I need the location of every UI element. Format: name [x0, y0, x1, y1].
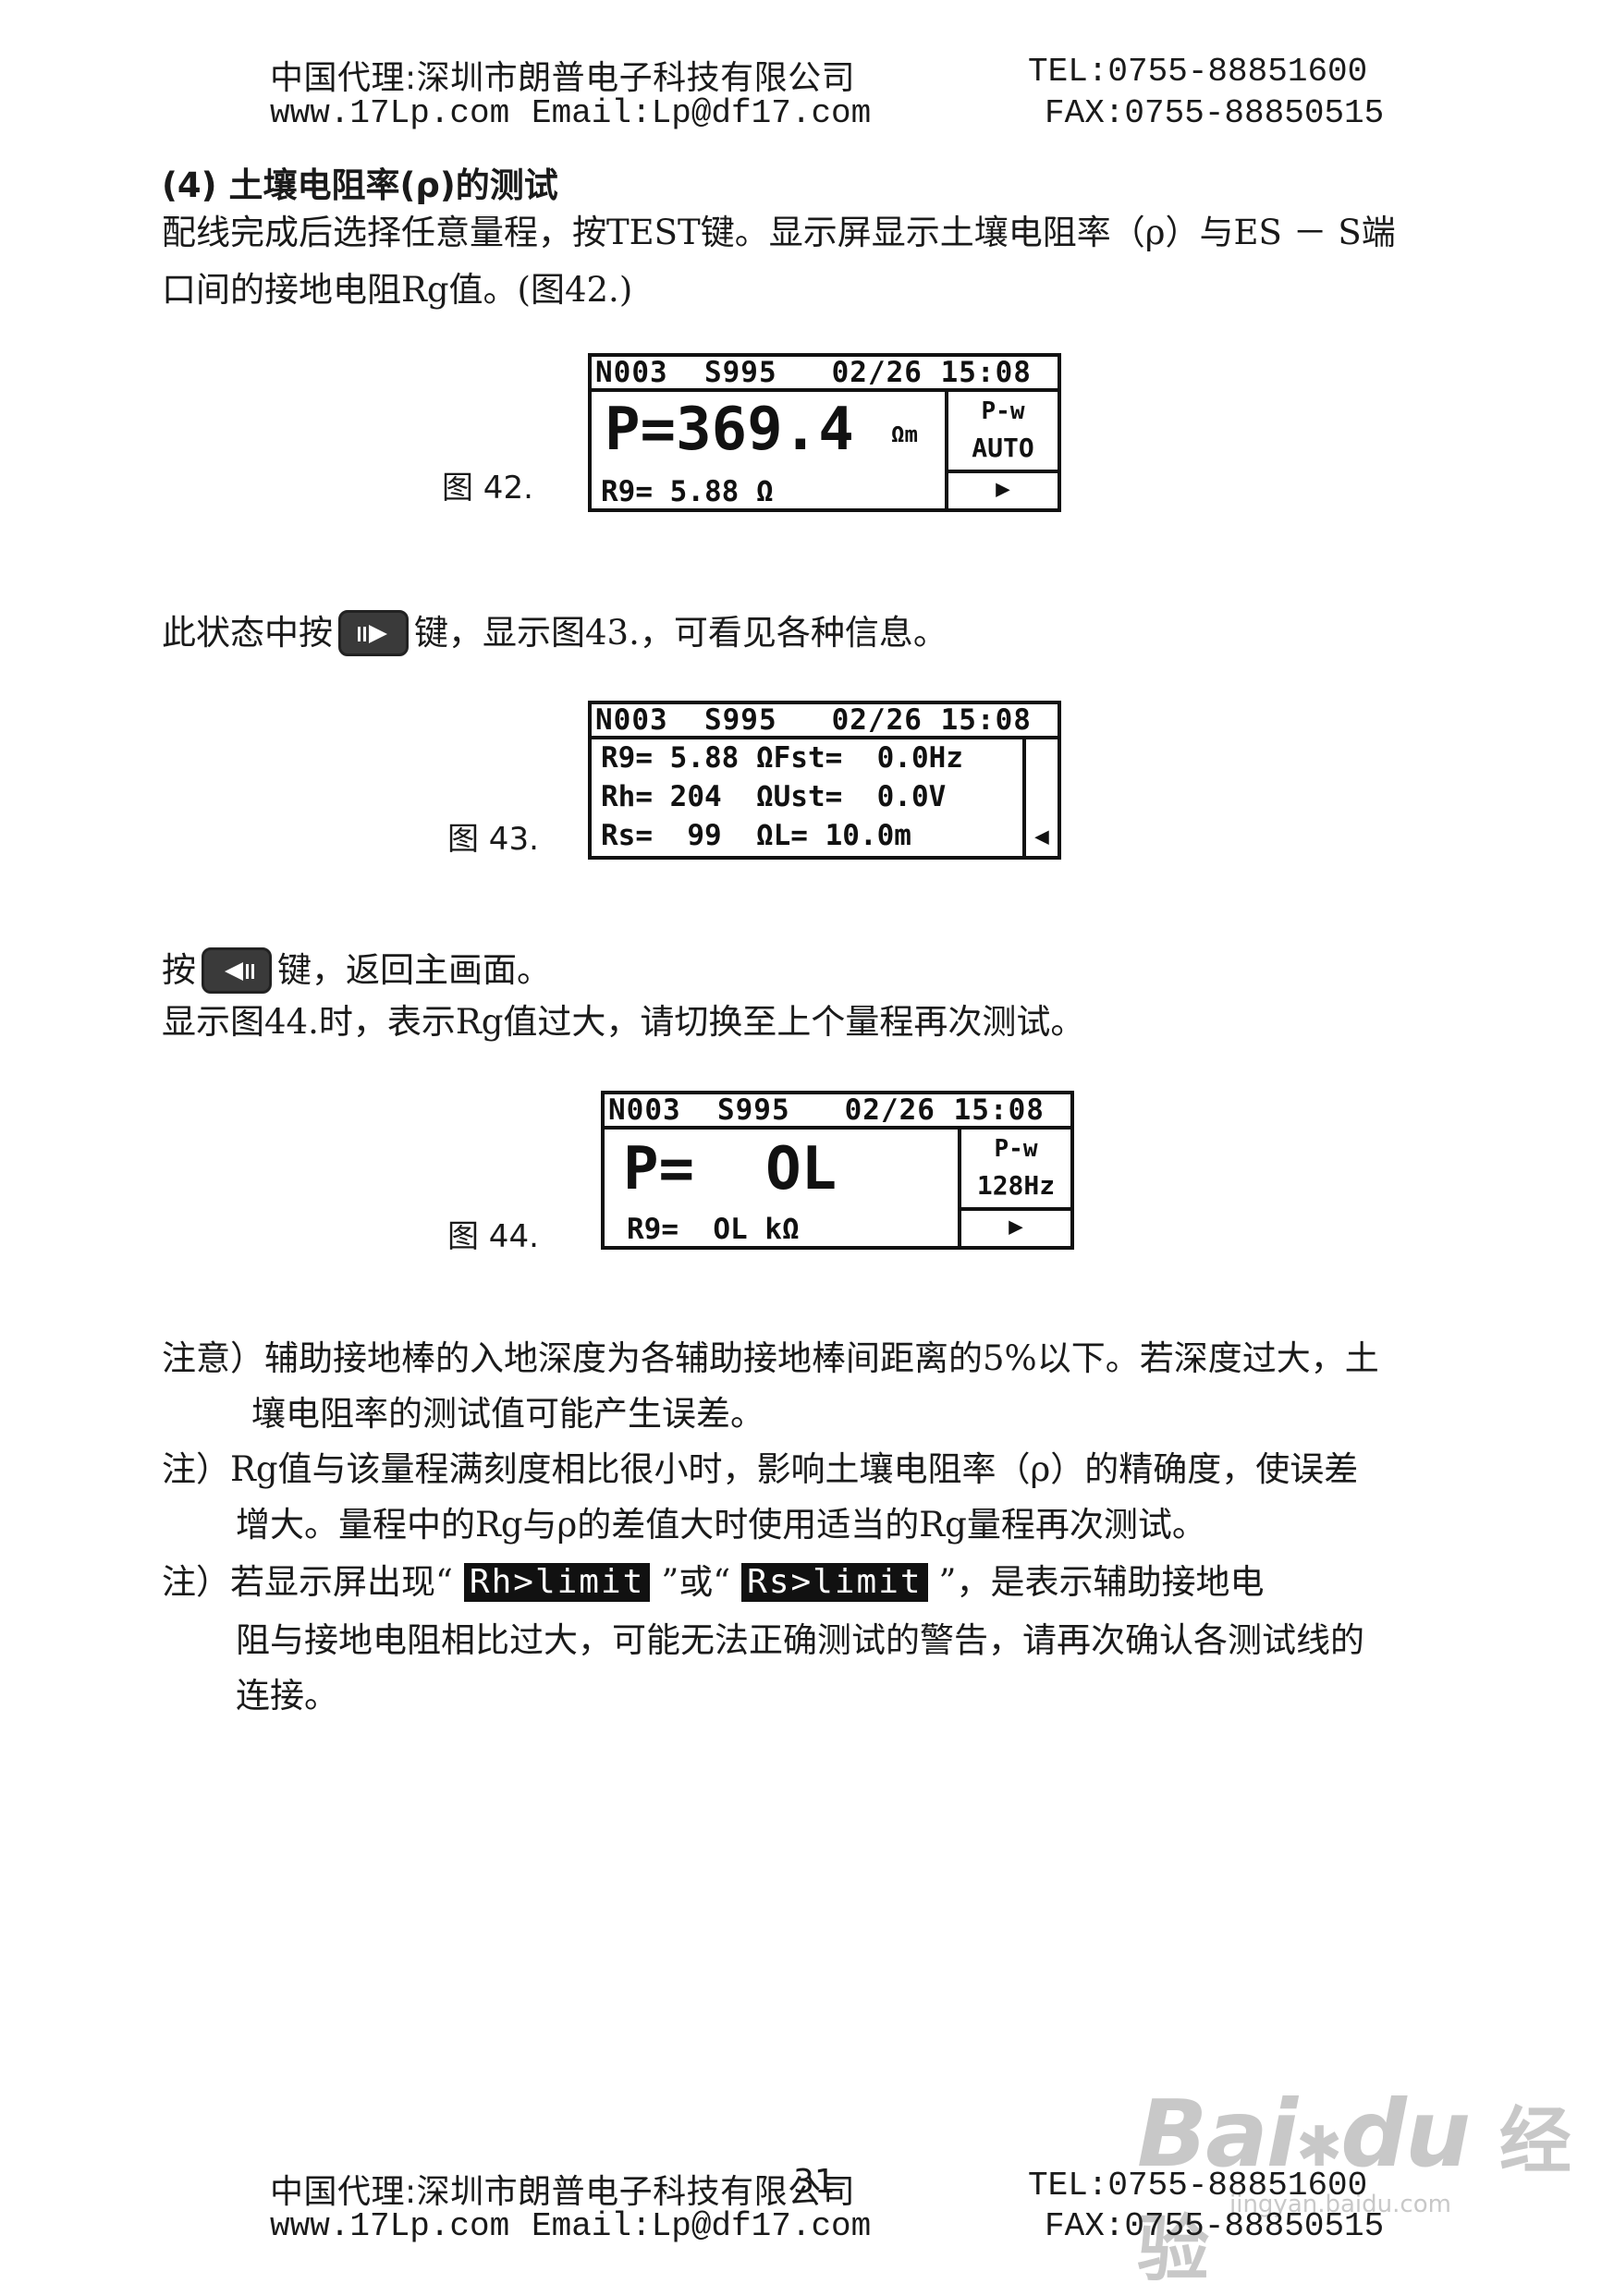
- note-3-mid: ”或“: [661, 1562, 731, 1602]
- fig44-rg-line: R9= OL kΩ: [627, 1213, 800, 1246]
- header-fax: FAX:0755-88850515: [1045, 94, 1385, 132]
- fig43-label: 图 43.: [447, 821, 539, 858]
- note-3-line-3: 连接。: [236, 1676, 338, 1716]
- footer-tel: TEL:0755-88851600: [1028, 2167, 1368, 2204]
- note-3-post: ”，是表示辅助接地电: [938, 1562, 1265, 1602]
- fig43-row-2: Rh= 204 ΩUst= 0.0V: [601, 780, 947, 813]
- press-left-pre: 按: [162, 950, 196, 990]
- fig44-rho-value: P= OL: [623, 1135, 838, 1203]
- back-arrow-icon: ◀: [1034, 823, 1049, 850]
- fig42-lcd-display: N003 S995 02/26 15:08 P=369.4 Ωm R9= 5.8…: [588, 353, 1061, 512]
- note-2-line-2: 增大。量程中的Rg与ρ的差值大时使用适当的Rg量程再次测试。: [236, 1505, 1206, 1545]
- fig43-row-3: Rs= 99 ΩL= 10.0m: [601, 819, 911, 852]
- note-3-pre: 注）若显示屏出现“: [162, 1562, 453, 1602]
- fig42-mode: P-w: [981, 397, 1025, 425]
- fig44-lcd-header: N003 S995 02/26 15:08: [605, 1094, 1070, 1130]
- fig44-side-panel: P-w 128Hz ▶: [958, 1130, 1070, 1246]
- footer-www: www.17Lp.com: [270, 2207, 510, 2245]
- press-right-line: 此状态中按 键，显示图43.，可看见各种信息。: [162, 605, 948, 661]
- note-3-line-2: 阻与接地电阻相比过大，可能无法正确测试的警告，请再次确认各测试线的: [236, 1620, 1364, 1660]
- note-1-line-2: 壤电阻率的测试值可能产生误差。: [251, 1394, 764, 1434]
- fig42-label: 图 42.: [442, 470, 533, 507]
- back-key-button[interactable]: [202, 947, 272, 994]
- note-3-line-1: 注）若显示屏出现“ Rh>limit ”或“ Rs>limit ”，是表示辅助接…: [162, 1555, 1264, 1610]
- fig43-side-panel: ◀: [1022, 739, 1058, 856]
- watermark-brand-2: du: [1340, 2080, 1471, 2188]
- header-email: Email:Lp@df17.com: [532, 94, 872, 132]
- press-right-pre: 此状态中按: [162, 613, 333, 653]
- fig43-lcd-display: N003 S995 02/26 15:08 R9= 5.88 ΩFst= 0.0…: [588, 701, 1061, 860]
- watermark-brand: Bai: [1137, 2080, 1298, 2188]
- watermark-url: jingyan.baidu.com: [1229, 2191, 1451, 2218]
- play-arrow-icon: ▶: [1009, 1213, 1023, 1240]
- next-key-button[interactable]: [338, 610, 409, 656]
- header-www: www.17Lp.com: [270, 94, 510, 132]
- footer-email: Email:Lp@df17.com: [532, 2207, 872, 2245]
- back-key-icon: [225, 962, 254, 981]
- paw-icon: ✱: [1295, 2115, 1342, 2180]
- fig42-side-panel: P-w AUTO ▶: [945, 392, 1058, 508]
- fig44-note: 显示图44.时，表示Rg值过大，请切换至上个量程再次测试。: [162, 1002, 1085, 1042]
- next-key-icon: [358, 625, 387, 643]
- fig42-lcd-header: N003 S995 02/26 15:08: [592, 357, 1058, 392]
- header-tel: TEL:0755-88851600: [1028, 53, 1368, 91]
- rs-limit-warning: Rs>limit: [741, 1563, 928, 1602]
- press-left-line: 按 键，返回主画面。: [162, 943, 551, 998]
- header-company: 中国代理:深圳市朗普电子科技有限公司: [270, 59, 856, 97]
- fig42-side-divider: [948, 470, 1058, 473]
- press-left-post: 键，返回主画面。: [277, 950, 551, 990]
- footer-company: 中国代理:深圳市朗普电子科技有限公司: [270, 2173, 856, 2211]
- fig44-lcd-display: N003 S995 02/26 15:08 P= OL R9= OL kΩ P-…: [601, 1091, 1074, 1250]
- fig42-rho-value: P=369.4: [605, 396, 854, 464]
- fig44-side-divider: [961, 1207, 1070, 1211]
- play-arrow-icon: ▶: [996, 475, 1010, 503]
- fig42-rg-line: R9= 5.88 Ω: [601, 475, 774, 508]
- fig42-rho-unit: Ωm: [891, 421, 918, 447]
- fig42-range: AUTO: [972, 433, 1034, 463]
- press-right-post: 键，显示图43.，可看见各种信息。: [414, 613, 948, 653]
- intro-line-2: 口间的接地电阻Rg值。(图42.): [162, 270, 633, 310]
- rh-limit-warning: Rh>limit: [463, 1563, 651, 1602]
- fig44-mode: P-w: [994, 1135, 1038, 1163]
- intro-line-1: 配线完成后选择任意量程，按TEST键。显示屏显示土壤电阻率（ρ）与ES － S端: [162, 213, 1396, 252]
- note-1-line-1: 注意）辅助接地棒的入地深度为各辅助接地棒间距离的5%以下。若深度过大，土: [162, 1338, 1379, 1378]
- section-title: (4) 土壤电阻率(ρ)的测试: [162, 165, 558, 205]
- fig44-label: 图 44.: [447, 1218, 539, 1255]
- footer-fax: FAX:0755-88850515: [1045, 2207, 1385, 2245]
- note-2-line-1: 注）Rg值与该量程满刻度相比很小时，影响土壤电阻率（ρ）的精确度，使误差: [162, 1449, 1359, 1489]
- fig43-row-1: R9= 5.88 ΩFst= 0.0Hz: [601, 741, 963, 775]
- fig43-lcd-header: N003 S995 02/26 15:08: [592, 704, 1058, 739]
- fig44-range: 128Hz: [976, 1170, 1056, 1201]
- page-number: 31: [793, 2163, 836, 2201]
